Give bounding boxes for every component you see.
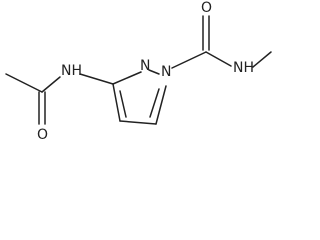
atom-n2-ring: N: [140, 58, 150, 74]
bond-n1-n2: [148, 69, 160, 75]
bond-c4-c5: [119, 120, 157, 125]
bond-n1-carbonyl-c: [171, 51, 207, 69]
bond-acetyl-c-methyl: [5, 73, 43, 93]
atom-nh-acetamido: NH: [61, 63, 82, 79]
atom-o-acetyl: O: [37, 127, 48, 143]
bond-c3-c4: [112, 83, 121, 122]
structure-diagram: O NH N N NH O: [5, 0, 272, 143]
bond-nh-methyl: [252, 51, 272, 68]
atom-n1-ring: N: [161, 64, 171, 80]
bond-c3-c4-inner: [119, 90, 127, 118]
bond-n2-c3: [112, 71, 142, 85]
atom-o-carbamoyl: O: [201, 0, 212, 16]
bond-c5-n1-inner: [149, 88, 160, 118]
atom-nh-methyl: NH: [233, 60, 254, 76]
bond-carbonyl-c-nh: [205, 51, 232, 67]
bond-c5-n1: [155, 85, 167, 125]
bond-c3-nh: [79, 73, 114, 85]
bond-nh-acetyl-c: [41, 76, 61, 93]
